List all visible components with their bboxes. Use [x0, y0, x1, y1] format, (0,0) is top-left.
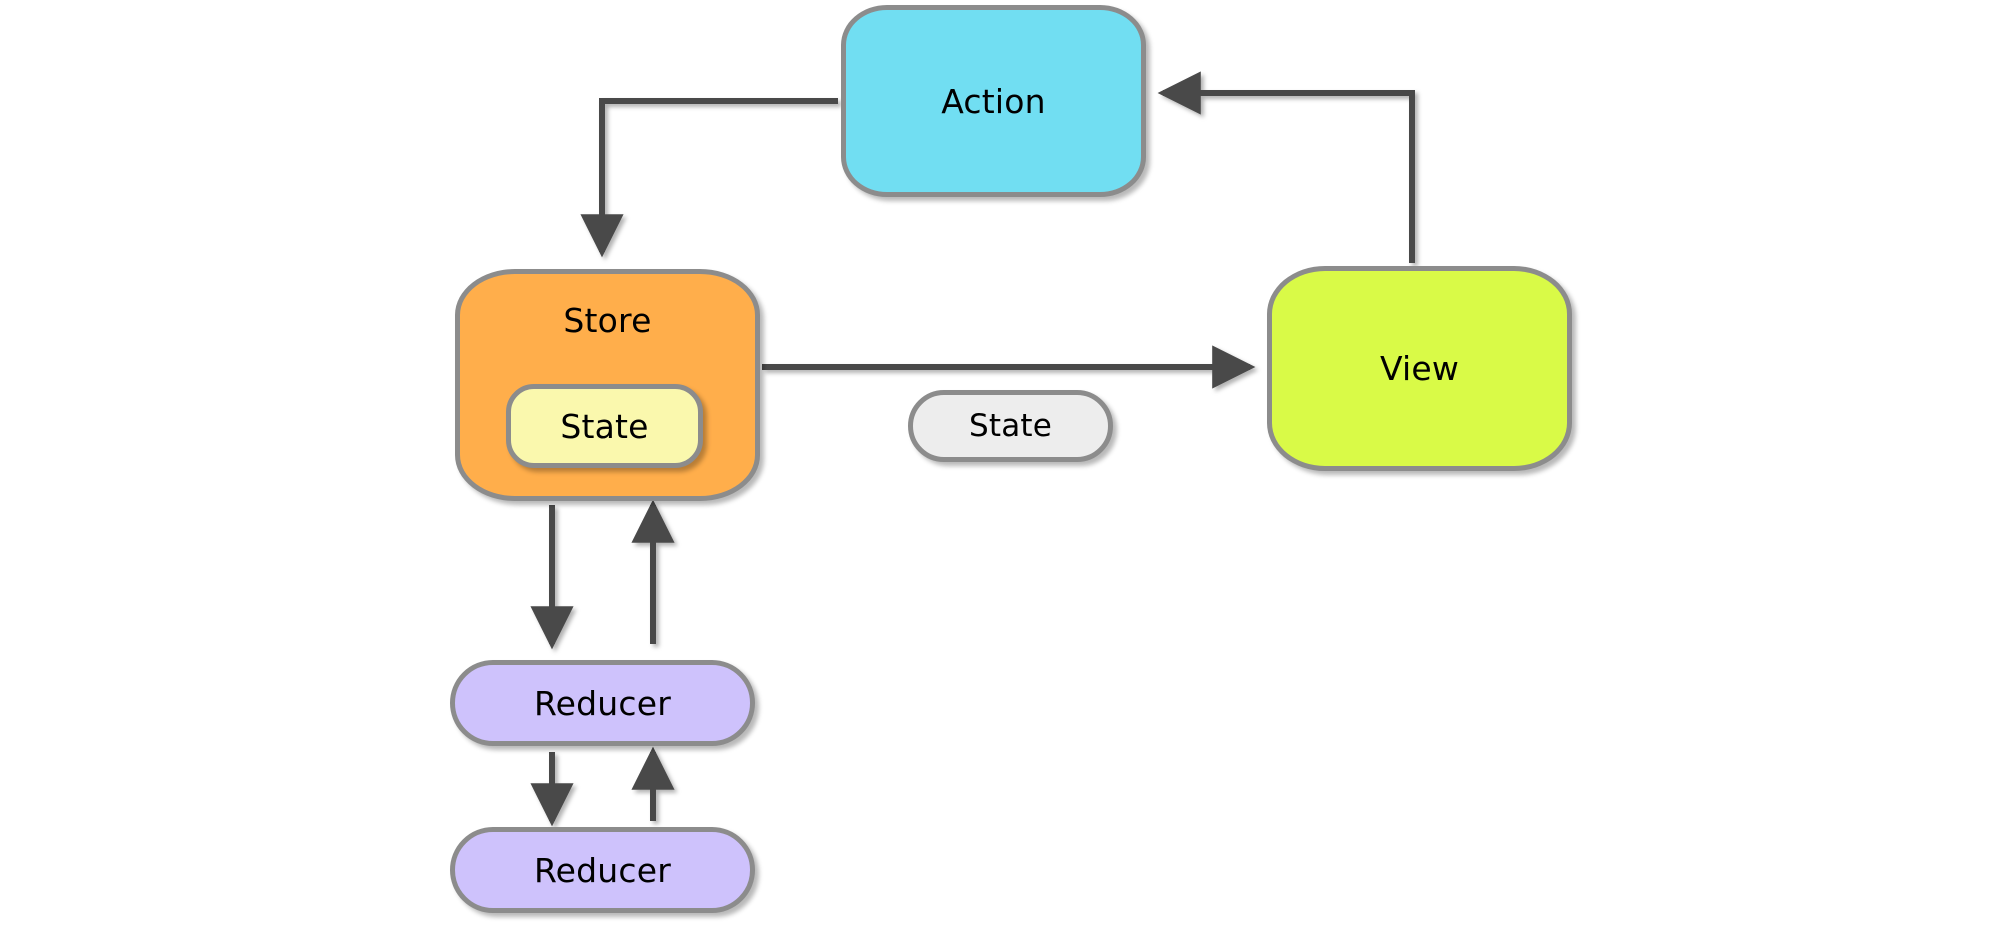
- node-state-pill[interactable]: State: [908, 390, 1113, 462]
- edge-view-to-action: [1157, 71, 1415, 263]
- node-view-label: View: [1379, 349, 1460, 388]
- node-state-pill-label: State: [968, 407, 1053, 444]
- node-reducer-1-label: Reducer: [533, 683, 672, 723]
- edge-action-to-store: [580, 98, 838, 258]
- node-reducer-2-label: Reducer: [533, 850, 672, 890]
- node-action-label: Action: [941, 81, 1046, 121]
- node-reducer-2[interactable]: Reducer: [450, 827, 755, 913]
- node-store-label: Store: [563, 301, 652, 340]
- node-action[interactable]: Action: [841, 5, 1146, 197]
- node-view[interactable]: View: [1267, 266, 1572, 471]
- node-reducer-1[interactable]: Reducer: [450, 660, 755, 746]
- node-store-state[interactable]: State: [506, 384, 703, 468]
- node-store-state-label: State: [560, 406, 649, 446]
